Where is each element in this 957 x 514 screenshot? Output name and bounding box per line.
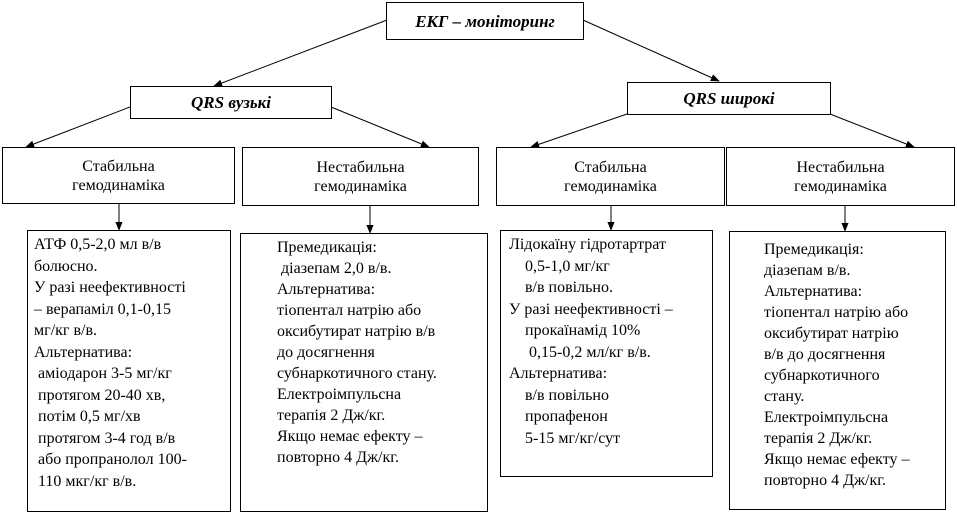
- treatment-line: Альтернатива:: [277, 281, 376, 298]
- treatment-line: Лідокаїну гідротартрат: [509, 236, 666, 253]
- treatment-line: терапія 2 Дж/кг.: [277, 407, 386, 424]
- treatment-line: Альтернатива:: [34, 343, 133, 361]
- narrow-qrs-box: QRS вузькі: [130, 86, 332, 119]
- treatment-line: субнаркотичного: [764, 367, 880, 384]
- treatment-line: в/в повільно.: [509, 279, 613, 296]
- treatment-line: мг/кг в/в.: [34, 322, 98, 339]
- wide-unstable-treatment: Премедикація: діазепам в/в. Альтернатива…: [729, 231, 946, 510]
- treatment-line: оксибутират натрію в/в: [277, 323, 436, 340]
- treatment-line: Альтернатива:: [764, 283, 863, 300]
- treatment-line: Премедикація:: [764, 241, 864, 258]
- treatment-line: У разі неефективності –: [509, 300, 673, 318]
- wide-unstable-title-2: гемодинаміка: [794, 177, 887, 195]
- root-box: ЕКГ – моніторинг: [386, 2, 584, 40]
- narrow-stable-title-2: гемодинаміка: [72, 176, 165, 194]
- treatment-line: діазепам 2,0 в/в.: [277, 260, 392, 277]
- treatment-line: Альтернатива:: [509, 365, 608, 382]
- treatment-line: прокаїнамід 10%: [509, 322, 641, 339]
- wide-qrs-title: QRS широкі: [683, 89, 775, 108]
- treatment-line: – верапаміл 0,1-0,15: [34, 300, 171, 318]
- arrow-narrow-to-stable: [25, 106, 131, 148]
- narrow-stable-box: Стабильна гемодинаміка: [2, 147, 235, 204]
- narrow-unstable-title-2: гемодинаміка: [314, 177, 407, 195]
- treatment-line: тіопентал натрію або: [764, 304, 909, 321]
- narrow-stable-title-1: Стабильна: [82, 157, 155, 175]
- treatment-line: в/в повільно: [509, 386, 609, 404]
- treatment-line: Якщо немає ефекту –: [764, 451, 910, 468]
- arrow-root-to-wide: [582, 19, 720, 82]
- treatment-line: 0,5-1,0 мг/кг: [509, 257, 610, 275]
- treatment-line: повторно 4 Дж/кг.: [277, 449, 400, 466]
- treatment-line: потім 0,5 мг/хв: [34, 408, 141, 425]
- treatment-line: Електроімпульсна: [764, 409, 889, 426]
- narrow-stable-treatment: АТФ 0,5-2,0 мл в/в болюсно. У разі неефе…: [27, 230, 231, 512]
- wide-stable-box: Стабильна гемодинаміка: [496, 147, 725, 206]
- wide-unstable-box: Нестабильна гемодинаміка: [726, 147, 955, 206]
- treatment-line: аміодарон 3-5 мг/кг: [34, 365, 172, 382]
- treatment-line: діазепам в/в.: [764, 262, 851, 279]
- treatment-line: болюсно.: [34, 257, 98, 275]
- treatment-line: 110 мкг/кг в/в.: [34, 472, 137, 490]
- treatment-line: до досягнення: [277, 344, 375, 361]
- treatment-line: Якщо немає ефекту –: [277, 428, 423, 445]
- wide-stable-treatment: Лідокаїну гідротартрат 0,5-1,0 мг/кг в/в…: [500, 230, 713, 477]
- narrow-qrs-title: QRS вузькі: [191, 93, 271, 112]
- treatment-line: 5-15 мг/кг/сут: [509, 429, 621, 447]
- treatment-line: оксибутират натрію: [764, 325, 899, 342]
- treatment-line: протягом 20-40 хв,: [34, 386, 166, 404]
- narrow-unstable-box: Нестабильна гемодинаміка: [242, 147, 479, 206]
- treatment-line: 0,15-0,2 мл/кг в/в.: [509, 343, 651, 361]
- treatment-line: У разі неефективності: [34, 279, 186, 296]
- treatment-line: Премедикація:: [277, 239, 377, 256]
- treatment-line: протягом 3-4 год в/в: [34, 429, 176, 447]
- narrow-unstable-title-1: Нестабильна: [316, 158, 405, 176]
- treatment-line: пропафенон: [509, 408, 608, 425]
- treatment-line: Електроімпульсна: [277, 386, 402, 403]
- treatment-line: субнаркотичного стану.: [277, 365, 437, 382]
- treatment-line: повторно 4 Дж/кг.: [764, 472, 887, 489]
- arrow-wide-to-unstable: [829, 113, 915, 148]
- treatment-line: терапія 2 Дж/кг.: [764, 430, 873, 447]
- wide-stable-title-2: гемодинаміка: [564, 177, 657, 195]
- root-title: ЕКГ – моніторинг: [415, 11, 555, 31]
- treatment-line: АТФ 0,5-2,0 мл в/в: [34, 236, 162, 253]
- arrow-root-to-narrow: [213, 19, 388, 87]
- narrow-unstable-treatment: Премедикація: діазепам 2,0 в/в. Альтерна…: [240, 233, 488, 512]
- treatment-line: або пропранолол 100-: [34, 451, 187, 468]
- wide-qrs-box: QRS широкі: [627, 82, 831, 115]
- treatment-line: в/в до досягнення: [764, 346, 886, 363]
- wide-unstable-title-1: Нестабильна: [796, 158, 885, 176]
- treatment-line: тіопентал натрію або: [277, 302, 422, 319]
- arrow-wide-to-stable: [530, 113, 628, 148]
- wide-stable-title-1: Стабильна: [574, 158, 647, 176]
- treatment-line: стану.: [764, 388, 805, 405]
- arrow-narrow-to-unstable: [330, 106, 430, 148]
